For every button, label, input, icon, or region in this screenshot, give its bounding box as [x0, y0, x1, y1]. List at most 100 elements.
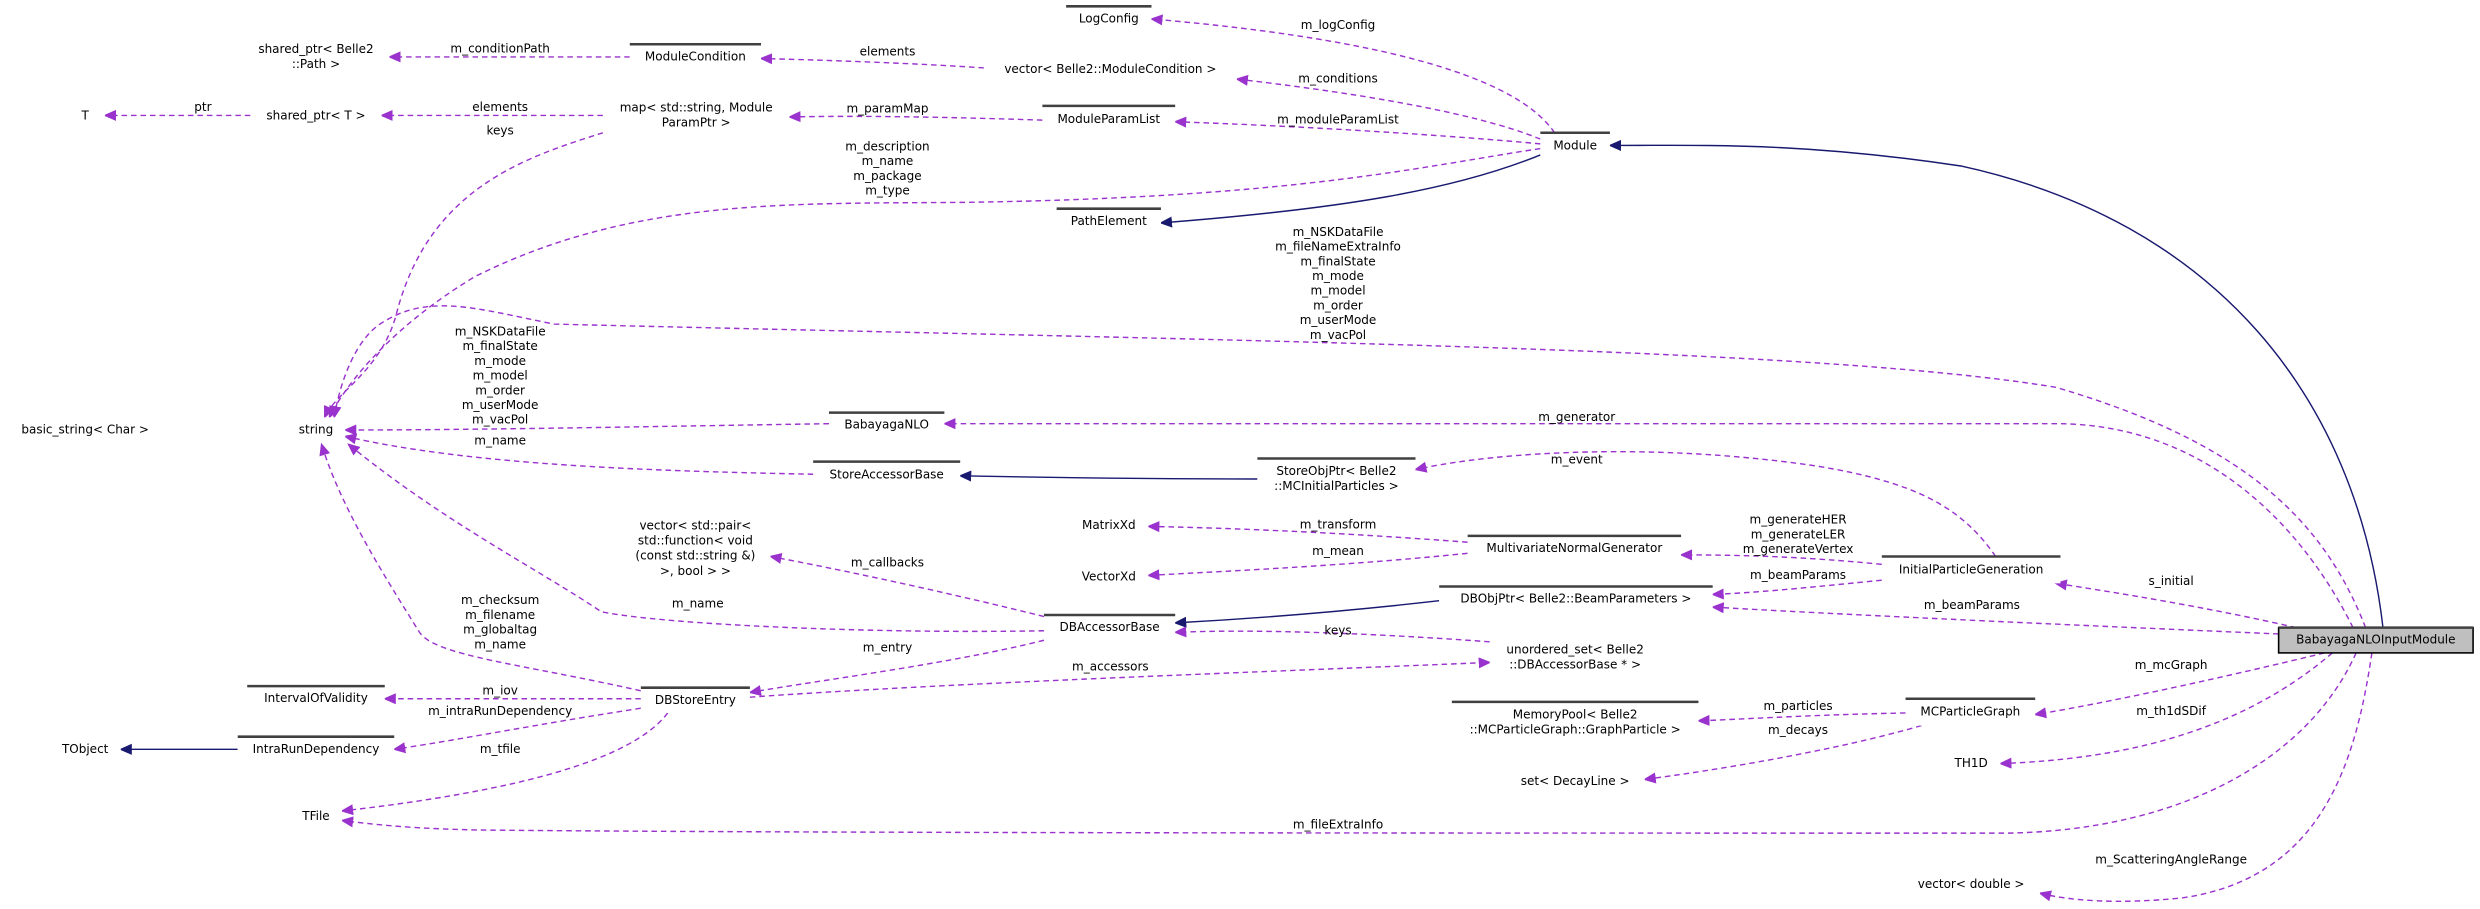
- edge-module-to-pathelement: [1159, 154, 1541, 228]
- node-box: [286, 417, 346, 443]
- edge-label: m_fileNameExtraInfo: [1275, 240, 1401, 254]
- class-node-setdecayline: set< DecayLine >: [1505, 769, 1645, 794]
- edge-ipg-to-dbobjptr: m_beamParams: [1711, 568, 1882, 600]
- edge-babayaganlo-to-string: m_NSKDataFilem_finalStatem_modem_modelm_…: [343, 324, 829, 436]
- edge-label: m_model: [1310, 284, 1365, 298]
- edge-label: m_userMode: [462, 398, 539, 412]
- class-node-dbobjptr[interactable]: DBObjPtr< Belle2::BeamParameters >: [1439, 585, 1713, 612]
- node-box: [1881, 556, 2061, 584]
- edge-dbstoreentry-to-intrarundependency: m_intraRunDependency: [392, 704, 641, 754]
- edge-bnim-to-vecdouble: m_ScatteringAngleRange: [2038, 652, 2373, 902]
- inheritance-edge: [1608, 139, 2384, 628]
- edges-layer: m_logConfigm_conditionselementsm_conditi…: [103, 14, 2384, 902]
- class-node-tobject: TObject: [49, 736, 121, 762]
- node-box: [1257, 458, 1416, 500]
- edge-vecmodcond-to-modulecondition: elements: [759, 45, 984, 69]
- edge-label: m_name: [862, 154, 914, 168]
- usage-edge: [1998, 652, 2333, 769]
- usage-edge: [2038, 652, 2373, 902]
- node-box: [242, 36, 390, 78]
- class-node-module[interactable]: Module: [1540, 131, 1610, 160]
- node-label: BabayagaNLO: [844, 418, 929, 432]
- class-node-basicstring: basic_string< Char >: [5, 417, 166, 443]
- edge-label: s_initial: [2148, 574, 2193, 588]
- edge-label: ptr: [194, 100, 211, 114]
- class-node-pathelement[interactable]: PathElement: [1056, 207, 1161, 234]
- node-label: ::MCParticleGraph::GraphParticle >: [1470, 723, 1681, 737]
- inheritance-edge: [1159, 154, 1541, 228]
- node-label: ParamPtr >: [662, 115, 731, 129]
- inheritance-edge: [1173, 600, 1440, 628]
- node-box: [1066, 6, 1152, 32]
- node-box: [1451, 701, 1699, 744]
- class-node-storeaccessorbase[interactable]: StoreAccessorBase: [813, 460, 961, 489]
- node-label: TObject: [61, 742, 109, 756]
- usage-edge: [340, 652, 2357, 834]
- edge-storeaccessorbase-to-string: m_name: [343, 433, 814, 475]
- class-node-intrarundependency[interactable]: IntraRunDependency: [237, 735, 395, 762]
- edge-label: m_beamParams: [1750, 568, 1846, 582]
- node-box: [237, 736, 395, 762]
- class-node-storeobjptr[interactable]: StoreObjPtr< Belle2::MCInitialParticles …: [1257, 457, 1416, 500]
- node-box: [1489, 637, 1661, 679]
- node-box: [1902, 871, 2040, 898]
- usage-edge: [340, 712, 669, 816]
- node-label: set< DecayLine >: [1521, 774, 1630, 788]
- class-node-logconfig[interactable]: LogConfig: [1066, 5, 1152, 32]
- edge-map-to-string: keys: [324, 124, 604, 419]
- edge-label: m_NSKDataFile: [1293, 225, 1384, 239]
- class-node-moduleparamlist[interactable]: ModuleParamList: [1042, 104, 1176, 133]
- usage-edge: [1146, 552, 1468, 581]
- node-box: [2277, 626, 2474, 654]
- edge-label: m_vacPol: [472, 413, 528, 427]
- usage-edge: [2054, 579, 2297, 629]
- edge-label: m_transform: [1300, 517, 1377, 531]
- usage-edge: [319, 442, 642, 692]
- class-node-vecpair: vector< std::pair<std::function< void(co…: [620, 513, 771, 584]
- edge-label: m_conditionPath: [450, 42, 550, 56]
- usage-edge: [343, 422, 829, 436]
- edge-label: m_generateLER: [1751, 527, 1846, 541]
- class-node-modulecondition[interactable]: ModuleCondition: [629, 42, 761, 70]
- edge-label: m_vacPol: [1310, 328, 1366, 342]
- edge-label: m_particles: [1763, 699, 1832, 713]
- edge-label: m_beamParams: [1924, 598, 2020, 612]
- node-box: [49, 736, 121, 762]
- usage-edge: [1679, 549, 1882, 566]
- edge-label: m_generateVertex: [1743, 542, 1854, 556]
- class-node-memorypool[interactable]: MemoryPool< Belle2::MCParticleGraph::Gra…: [1451, 700, 1699, 744]
- edge-label: keys: [1324, 623, 1351, 637]
- usage-edge: [1146, 521, 1468, 543]
- class-node-intervalofvalidity[interactable]: IntervalOfValidity: [247, 684, 385, 712]
- edge-storeobjptr-to-storeaccessorbase: [958, 470, 1258, 482]
- edge-label: elements: [472, 100, 528, 114]
- node-label: BabayagaNLOInputModule: [2296, 633, 2455, 647]
- class-node-ipg[interactable]: InitialParticleGeneration: [1881, 555, 2061, 584]
- node-label: vector< Belle2::ModuleCondition >: [1004, 62, 1216, 76]
- class-node-dbaccessorbase[interactable]: DBAccessorBase: [1043, 613, 1176, 641]
- edge-dbstoreentry-to-intervalofvalidity: m_iov: [383, 683, 641, 705]
- usage-edge: [1173, 626, 1490, 643]
- edge-label: m_mean: [1312, 544, 1364, 558]
- usage-edge: [1711, 579, 1882, 600]
- edge-bnim-to-string: m_NSKDataFilem_fileNameExtraInfom_finalS…: [330, 225, 2367, 628]
- class-node-babayaganlo[interactable]: BabayagaNLO: [828, 411, 945, 438]
- inheritance-edge: [958, 470, 1258, 482]
- node-box: [813, 461, 961, 489]
- usage-edge: [1413, 450, 1997, 557]
- node-label: StoreObjPtr< Belle2: [1276, 464, 1396, 478]
- node-box: [629, 44, 761, 70]
- edge-label: m_generator: [1538, 410, 1615, 424]
- node-label: IntervalOfValidity: [264, 691, 368, 705]
- class-node-mng[interactable]: MultivariateNormalGenerator: [1467, 534, 1682, 562]
- edge-label: m_moduleParamList: [1277, 113, 1399, 127]
- class-node-mcparticlegraph[interactable]: MCParticleGraph: [1905, 697, 2036, 726]
- usage-edge: [2033, 652, 2325, 719]
- class-node-dbstoreentry[interactable]: DBStoreEntry: [640, 686, 750, 713]
- node-label: ::Path >: [292, 57, 340, 71]
- node-label: string: [299, 422, 333, 436]
- usage-edge: [328, 147, 1541, 419]
